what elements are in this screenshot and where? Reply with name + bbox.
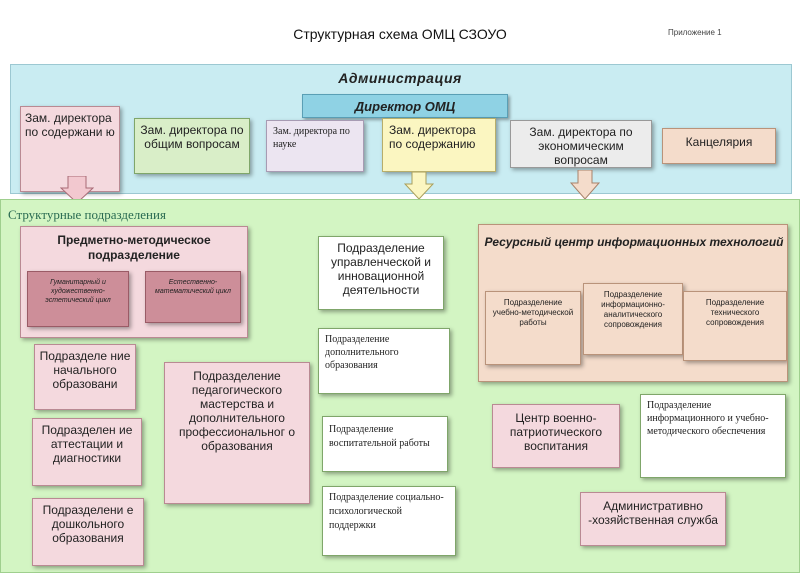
humanities-cycle: Гуманитарный и художественно-эстетически… [27, 271, 129, 327]
social-support-unit: Подразделение социально-психологической … [322, 486, 456, 556]
deputy-general: Зам. директора по общим вопросам [134, 118, 250, 174]
chancellery-box: Канцелярия [662, 128, 776, 164]
military-patriotic-unit: Центр военно-патриотического воспитания [492, 404, 620, 468]
resource-center-unit: Ресурсный центр информационных технологи… [478, 224, 788, 382]
deputy-science: Зам. директора по науке [266, 120, 364, 172]
certification-unit: Подразделен ие аттестации и диагностики [32, 418, 142, 486]
pedagogical-unit: Подразделение педагогического мастерства… [164, 362, 310, 504]
administration-label: Администрация [338, 70, 462, 86]
director-box: Директор ОМЦ [302, 94, 508, 118]
page-title: Структурная схема ОМЦ СЗОУО [293, 26, 507, 42]
appendix-label: Приложение 1 [668, 28, 722, 37]
resource-methodical-subunit: Подразделение учебно-методической работы [485, 291, 581, 365]
deputy-economic: Зам. директора по экономическим вопросам [510, 120, 652, 168]
additional-education-unit: Подразделение дополнительного образовани… [318, 328, 450, 394]
arrow-down-icon [60, 176, 94, 204]
preschool-unit: Подразделени е дошкольного образования [32, 498, 144, 566]
resource-analytical-subunit: Подразделение информационно-аналитическо… [583, 283, 683, 355]
resource-center-title: Ресурсный центр информационных технологи… [484, 235, 784, 249]
deputy-content-2: Зам. директора по содержанию [382, 118, 496, 172]
management-unit: Подразделение управленческой и инновацио… [318, 236, 444, 310]
methodical-title: Предметно-методическое подразделение [57, 233, 211, 262]
resource-technical-subunit: Подразделение технического сопровождения [683, 291, 787, 361]
structural-units-label: Структурные подразделения [8, 207, 166, 222]
information-support-unit: Подразделение информационного и учебно-м… [640, 394, 786, 478]
arrow-down-icon [570, 170, 600, 200]
educational-work-unit: Подразделение воспитательной работы [322, 416, 448, 472]
science-cycle: Естественно-математический цикл [145, 271, 241, 323]
methodical-unit: Предметно-методическое подразделение Гум… [20, 226, 248, 338]
deputy-content-1: Зам. директора по содержани ю [20, 106, 120, 192]
primary-education-unit: Подразделе ние начального образовани [34, 344, 136, 410]
arrow-down-icon [404, 172, 434, 200]
administrative-service-unit: Административно -хозяйственная служба [580, 492, 726, 546]
